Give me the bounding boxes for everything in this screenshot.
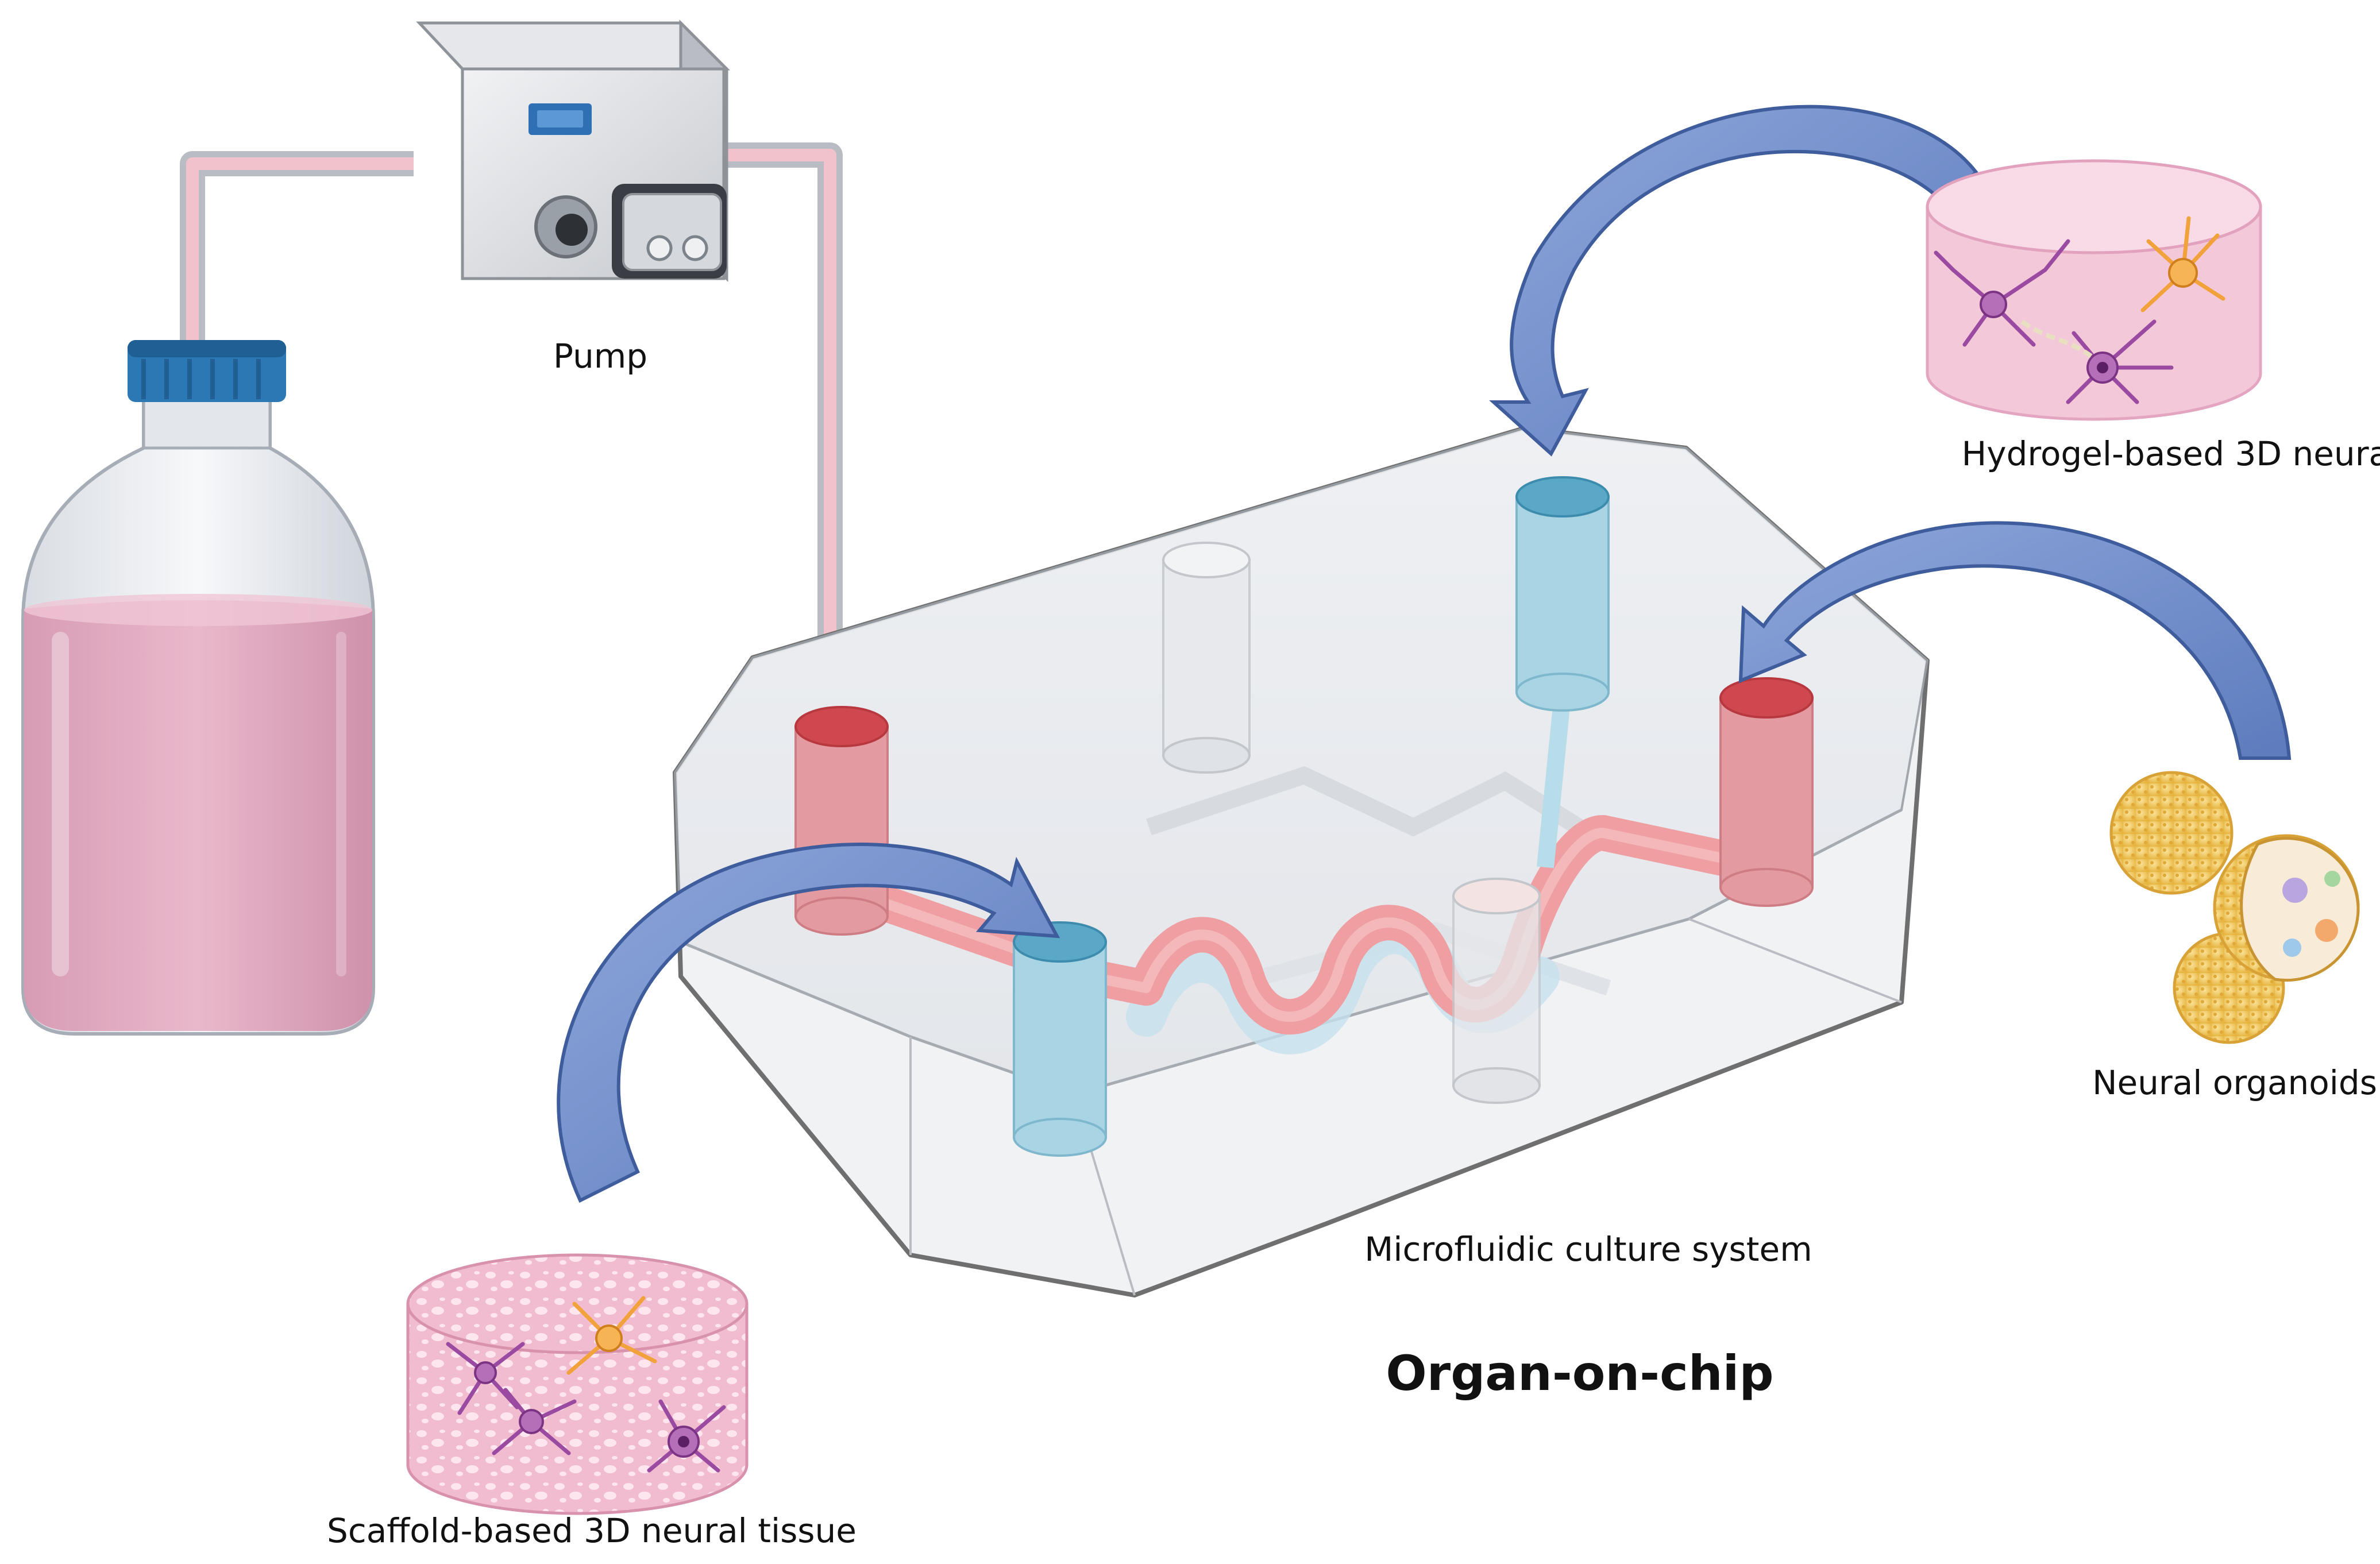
organoid-icon [2109,771,2360,1044]
bottle-cap [128,340,286,402]
microfluidic-chip-icon [673,426,1930,1297]
empty-port-left [1162,542,1251,774]
peristaltic-pump-icon [416,19,731,283]
outlet-port-top [1515,476,1610,712]
outlet-port-front [1013,921,1107,1157]
hydrogel-tissue-icon [1926,159,2262,421]
inlet-port-left [794,706,889,936]
inlet-port-right [1719,677,1814,907]
scaffold-tissue-label: Scaffold-based 3D neural tissue [327,1511,857,1550]
scaffold-tissue-icon [406,1253,749,1515]
microfluidic-system-label: Microfluidic culture system [1364,1230,1812,1269]
hydrogel-tissue-label: Hydrogel-based 3D neural tissue [1962,434,2380,473]
curved-arrow-icon [557,105,2292,1203]
media-bottle-icon [21,340,375,1036]
diagram-title: Organ-on-chip [1386,1345,1773,1401]
pump-label: Pump [553,337,647,376]
neural-organoids-label: Neural organoids [2092,1063,2377,1102]
empty-port-center [1452,878,1541,1104]
